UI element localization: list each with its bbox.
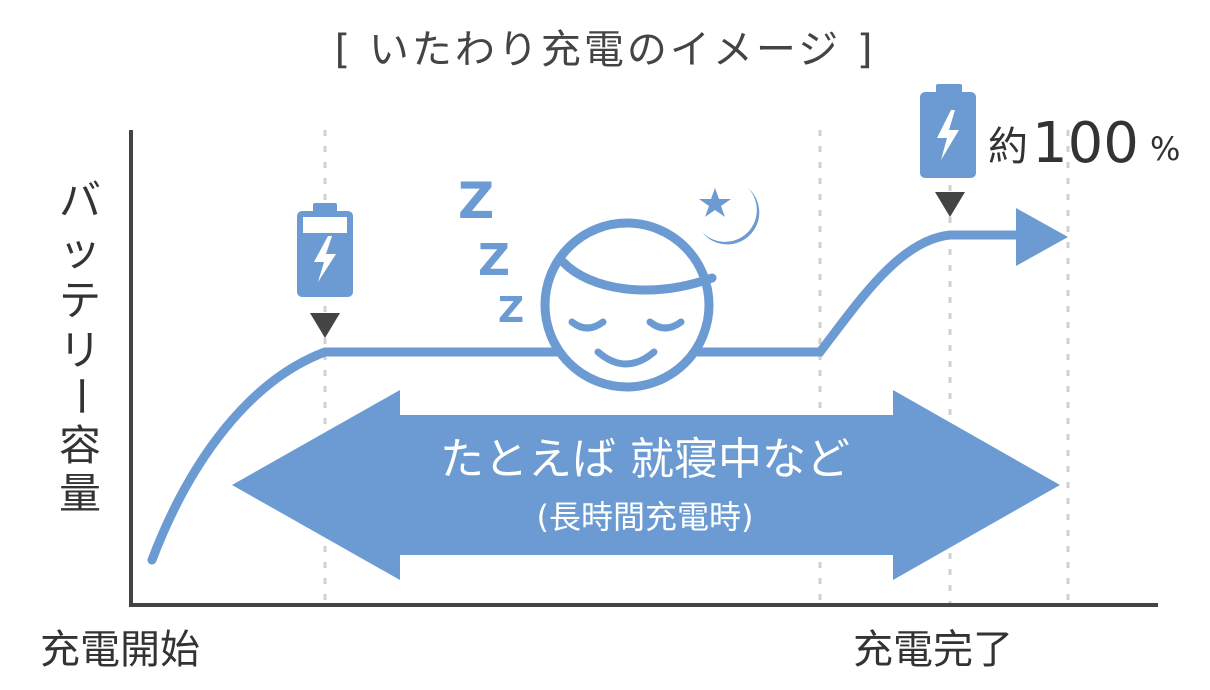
pointer-triangle-icon: [935, 192, 965, 217]
charge-complete-label: 充電完了: [853, 627, 1013, 673]
y-label-char: テ: [59, 276, 101, 325]
sleep-z-icons: Z Z Z: [458, 172, 524, 331]
span-arrow-text: たとえば 就寝中など: [440, 434, 850, 485]
axes: [129, 130, 1158, 607]
y-label-char: リ: [59, 326, 101, 375]
moon-star-icon: [699, 188, 760, 245]
charge-start-label: 充電開始: [40, 627, 200, 673]
full-charge-label: 約 100 %: [988, 111, 1180, 176]
y-label-char: ッ: [59, 226, 101, 275]
span-arrow-subtext: (長時間充電時): [537, 498, 754, 536]
sleeping-face-icon: [540, 218, 717, 392]
y-label-char: バ: [59, 176, 101, 225]
y-label-char: 容: [59, 421, 101, 470]
z-letter: Z: [458, 172, 494, 230]
z-letter: Z: [478, 235, 510, 286]
approx-label: 約: [988, 124, 1028, 170]
battery-partial-icon: [297, 203, 353, 338]
guide-lines: [323, 130, 1070, 603]
pointer-triangle-icon: [310, 313, 340, 338]
y-label-char: 量: [59, 469, 101, 518]
percent-unit: %: [1150, 130, 1180, 168]
battery-full-icon: [920, 84, 976, 217]
y-label-char: ー: [56, 375, 105, 417]
z-letter: Z: [498, 290, 524, 331]
curve-arrowhead: [1016, 208, 1068, 266]
charge-curve: [147, 230, 1027, 565]
diagram-title: [ いたわり充電のイメージ ]: [335, 27, 876, 73]
span-double-arrow: [232, 390, 1060, 580]
percent-value: 100: [1032, 111, 1139, 176]
y-axis-label: バ ッ テ リ ー 容 量: [56, 176, 105, 518]
